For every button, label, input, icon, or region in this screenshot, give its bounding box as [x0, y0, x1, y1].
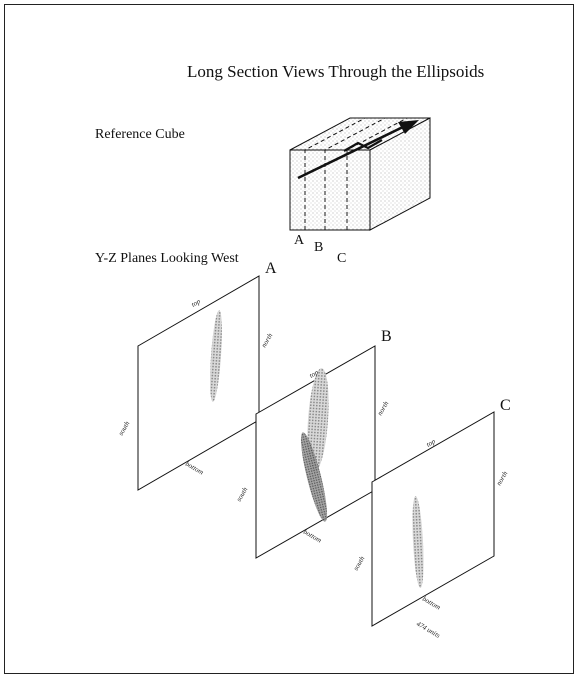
plane-a-north-label: north: [260, 331, 275, 349]
page-title: Long Section Views Through the Ellipsoid…: [187, 62, 485, 81]
plane-b: B top bottom north south: [235, 328, 392, 559]
plane-a-letter: A: [265, 260, 277, 277]
plane-b-south-label: south: [235, 485, 250, 503]
plane-a: A top bottom north south: [117, 260, 277, 491]
plane-c-top-label: top: [425, 437, 437, 449]
scale-label: 474 units: [415, 620, 442, 640]
reference-cube-label: Reference Cube: [95, 127, 185, 142]
north-arrow-icon: [297, 120, 419, 180]
plane-b-letter: B: [381, 328, 392, 345]
plane-c-ellipsoid: [412, 496, 424, 588]
cube-slice-a-label: A: [294, 233, 305, 248]
plane-b-top-label: top: [308, 368, 320, 380]
plane-c-south-label: south: [352, 554, 367, 572]
cube-slice-b-label: B: [314, 240, 323, 255]
plane-b-ellipsoid-upper: [307, 368, 329, 472]
plane-c: C top bottom north south 474 units: [352, 397, 511, 640]
plane-a-ellipsoid: [210, 310, 222, 402]
plane-a-south-label: south: [117, 419, 132, 437]
plane-c-outline: [371, 411, 495, 627]
plane-b-ellipsoid-lower: [300, 432, 328, 522]
plane-b-north-label: north: [376, 399, 391, 417]
plane-c-north-label: north: [495, 469, 510, 487]
page-frame: [4, 4, 574, 674]
plane-c-letter: C: [500, 397, 511, 414]
plane-a-top-label: top: [190, 297, 202, 309]
plane-c-bottom-label: bottom: [421, 595, 442, 612]
plane-b-bottom-label: bottom: [302, 528, 323, 545]
plane-a-outline: [137, 275, 260, 491]
planes-section-label: Y-Z Planes Looking West: [95, 251, 239, 266]
cube-slice-c-label: C: [337, 251, 346, 266]
reference-cube: A B C: [289, 117, 431, 266]
plane-a-bottom-label: bottom: [184, 460, 205, 477]
